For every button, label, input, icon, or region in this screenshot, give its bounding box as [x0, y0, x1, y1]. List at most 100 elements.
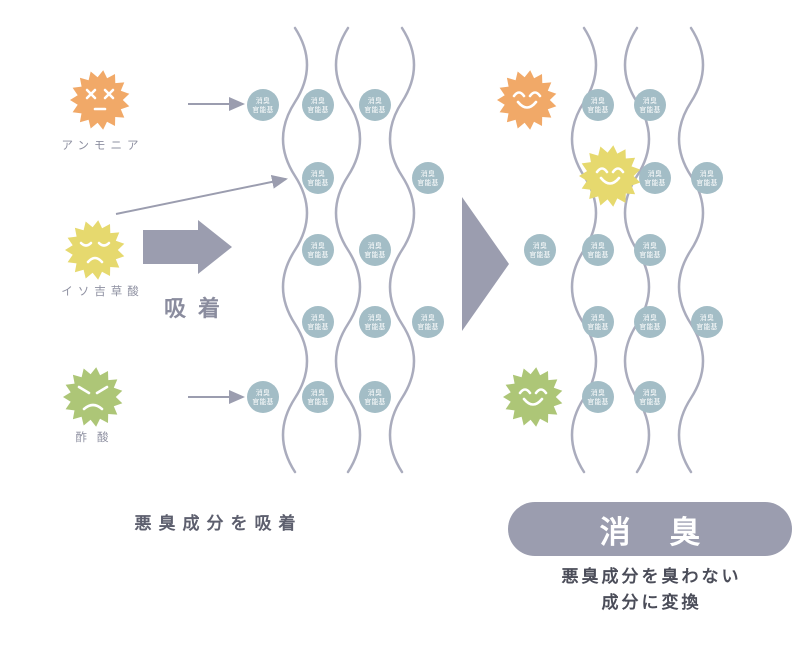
odor-acetic-sad	[63, 367, 123, 427]
face-feature	[77, 385, 91, 395]
burst-shape	[63, 367, 123, 427]
face-feature	[611, 167, 625, 174]
face-feature	[103, 88, 115, 100]
functional-group-label: 官能基	[364, 322, 385, 331]
acetic-label-text: 酢酸	[75, 430, 119, 444]
face-feature	[518, 388, 532, 395]
face-feature	[512, 91, 526, 98]
functional-group-label: 消臭	[591, 96, 605, 105]
functional-group-label: 消臭	[368, 241, 382, 250]
functional-group-label: 消臭	[311, 169, 325, 178]
fiber-strand	[388, 26, 416, 474]
functional-group-label: 官能基	[696, 322, 717, 331]
functional-group-label: 官能基	[364, 250, 385, 259]
functional-group-label: 消臭	[256, 388, 270, 397]
functional-group-label: 消臭	[311, 96, 325, 105]
face-feature	[85, 88, 97, 100]
functional-group-label: 消臭	[700, 169, 714, 178]
burst-shape	[579, 145, 641, 207]
deodorize-badge-label: 消臭	[599, 514, 740, 551]
functional-group-label: 消臭	[648, 169, 662, 178]
functional-group-label: 官能基	[639, 397, 660, 406]
functional-group-label: 官能基	[307, 178, 328, 187]
functional-group-label: 官能基	[417, 178, 438, 187]
isovaleric-label: イソ吉草酸	[28, 283, 172, 299]
functional-group-label: 消臭	[311, 388, 325, 397]
functional-group-label: 消臭	[421, 169, 435, 178]
right-caption-line2: 成分に変換	[601, 593, 702, 614]
functional-group-label: 官能基	[587, 105, 608, 114]
burst-shape	[65, 220, 125, 280]
functional-group-label: 消臭	[368, 96, 382, 105]
functional-group-label: 官能基	[417, 322, 438, 331]
right-caption: 悪臭成分を臭わない 成分に変換	[494, 564, 800, 617]
odor-ammonia-sad	[70, 70, 130, 130]
functional-group-label: 官能基	[644, 178, 665, 187]
burst-shape	[503, 367, 563, 427]
adsorption-block-arrow	[143, 220, 232, 274]
functional-group-label: 官能基	[639, 322, 660, 331]
odor-acetic-happy	[503, 367, 563, 427]
left-caption-text: 悪臭成分を吸着	[134, 514, 303, 534]
functional-group-label: 官能基	[307, 250, 328, 259]
face-feature	[522, 397, 544, 406]
functional-group-label: 官能基	[587, 397, 608, 406]
functional-groups: 消臭官能基消臭官能基消臭官能基消臭官能基消臭官能基消臭官能基消臭官能基消臭官能基…	[247, 89, 723, 413]
face-feature	[82, 403, 104, 411]
functional-group-label: 消臭	[591, 313, 605, 322]
functional-group-label: 官能基	[529, 250, 550, 259]
functional-group-label: 官能基	[252, 105, 273, 114]
face-feature	[528, 91, 542, 98]
ammonia-label-text: アンモニア	[61, 138, 144, 152]
face-feature	[95, 385, 109, 395]
deodorize-badge: 消臭	[508, 502, 792, 556]
functional-group-label: 消臭	[533, 241, 547, 250]
face-feature	[86, 256, 104, 264]
ammonia-label: アンモニア	[38, 137, 162, 153]
arrow-isovaleric-to-fiber	[115, 174, 288, 215]
functional-group-label: 官能基	[696, 178, 717, 187]
odor-isovaleric-happy	[579, 145, 641, 207]
odor-characters	[63, 70, 641, 427]
functional-group-label: 消臭	[368, 388, 382, 397]
left-caption: 悪臭成分を吸着	[63, 509, 367, 534]
functional-group-label: 消臭	[643, 313, 657, 322]
fiber-strand	[334, 26, 362, 474]
fiber-strand	[677, 26, 705, 474]
functional-group-label: 消臭	[256, 96, 270, 105]
functional-group-label: 官能基	[639, 250, 660, 259]
functional-group-label: 消臭	[311, 313, 325, 322]
face-feature	[599, 176, 621, 185]
right-caption-line1: 悪臭成分を臭わない	[561, 567, 742, 587]
odor-isovaleric-sad	[65, 220, 125, 280]
odor-ammonia-happy	[497, 70, 557, 130]
functional-group-label: 官能基	[587, 250, 608, 259]
functional-group-label: 官能基	[587, 322, 608, 331]
functional-group-label: 消臭	[643, 96, 657, 105]
functional-group-label: 消臭	[421, 313, 435, 322]
fiber-strand	[281, 26, 309, 474]
